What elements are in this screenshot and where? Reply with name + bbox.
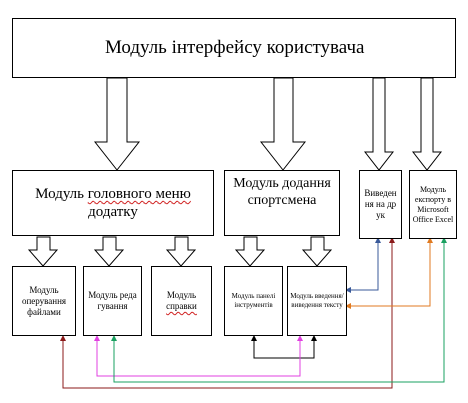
block-arrow-to-print xyxy=(363,77,395,171)
block-arrow-to-text-io xyxy=(301,236,333,267)
file-operations-module: Модуль оперування файлами xyxy=(12,266,76,336)
text-io-module-label: Модуль введення/ виведення тексту xyxy=(290,292,344,309)
toolbar-module-label: Модуль панелі інструментів xyxy=(231,292,276,309)
print-output-module-label: Виведення на друк xyxy=(364,188,397,220)
link-blue xyxy=(348,237,381,291)
print-output-module: Виведення на друк xyxy=(359,170,402,239)
block-arrow-to-help xyxy=(165,236,197,267)
toolbar-module: Модуль панелі інструментів xyxy=(224,266,283,336)
add-athlete-module: Модуль додання спортсмена xyxy=(224,170,340,236)
link-toolbar-textio xyxy=(253,335,317,359)
help-module: Модуль справки xyxy=(151,266,212,336)
help-module-label: Модуль справки xyxy=(166,290,197,311)
main-menu-module-label: Модуль головного меню додатку xyxy=(35,186,191,220)
link-magenta xyxy=(96,335,303,377)
editing-module-label: Модуль редагування xyxy=(88,290,137,311)
block-arrow-to-main-menu xyxy=(93,77,141,171)
user-interface-module-label: Модуль інтерфейсу користувача xyxy=(105,37,365,58)
file-operations-module-label: Модуль оперування файлами xyxy=(21,284,67,317)
block-arrow-to-add-athlete xyxy=(259,77,307,171)
block-arrow-to-toolbar xyxy=(234,236,266,267)
excel-export-module-label: Модуль експорту в Microsoft Office Excel xyxy=(412,184,454,224)
excel-export-module: Модуль експорту в Microsoft Office Excel xyxy=(409,170,457,239)
add-athlete-module-label: Модуль додання спортсмена xyxy=(233,176,331,208)
editing-module: Модуль редагування xyxy=(83,266,142,336)
text-io-module: Модуль введення/ виведення тексту xyxy=(287,266,347,336)
block-arrow-to-editing xyxy=(93,236,125,267)
block-arrow-to-file-ops xyxy=(27,236,59,267)
link-orange xyxy=(348,237,433,307)
block-arrow-to-excel xyxy=(411,77,443,171)
main-menu-module: Модуль головного меню додатку xyxy=(12,170,214,236)
user-interface-module: Модуль інтерфейсу користувача xyxy=(12,18,456,78)
